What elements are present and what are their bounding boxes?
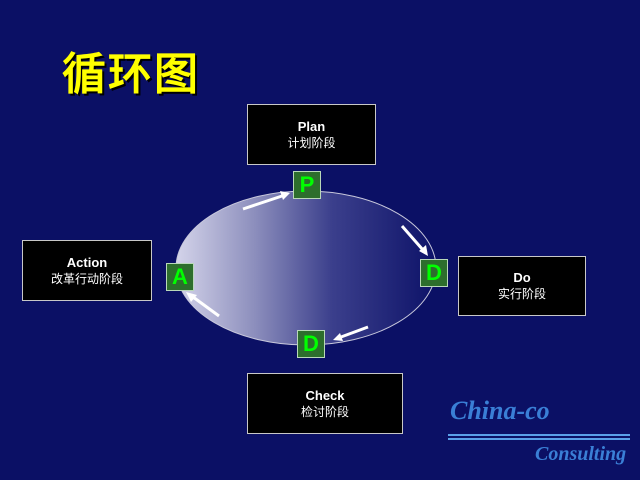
brand-logo-name: China-co (450, 396, 550, 425)
stage-box-check: Check 检讨阶段 (247, 373, 403, 434)
brand-rule-top (448, 434, 630, 436)
stage-plan-zh: 计划阶段 (287, 135, 336, 150)
flow-arrows (186, 191, 428, 341)
arrow-action-to-plan (242, 191, 290, 211)
node-check: D (297, 330, 325, 358)
node-action: A (166, 263, 194, 291)
arrow-check-to-action (186, 292, 220, 318)
stage-box-action: Action 改革行动阶段 (22, 240, 152, 301)
arrow-do-to-check (333, 325, 369, 341)
brand-logo-sub: Consulting (535, 443, 627, 465)
stage-do-zh: 实行阶段 (497, 287, 546, 301)
stage-box-plan: Plan 计划阶段 (247, 104, 376, 165)
stage-do-en: Do (513, 270, 531, 285)
stage-plan-en: Plan (297, 118, 326, 134)
node-plan: P (293, 171, 321, 199)
node-do: D (420, 259, 448, 287)
stage-check-en: Check (305, 387, 345, 403)
stage-action-en: Action (66, 254, 108, 270)
stage-check-zh: 检讨阶段 (300, 404, 349, 419)
stage-action-zh: 改革行动阶段 (50, 271, 123, 286)
brand-rule-bottom (448, 438, 630, 440)
slide-title: 循环图 (62, 49, 200, 100)
cycle-ellipse (175, 190, 437, 346)
arrow-plan-to-do (400, 225, 428, 256)
stage-box-do: Do 实行阶段 (458, 256, 586, 316)
